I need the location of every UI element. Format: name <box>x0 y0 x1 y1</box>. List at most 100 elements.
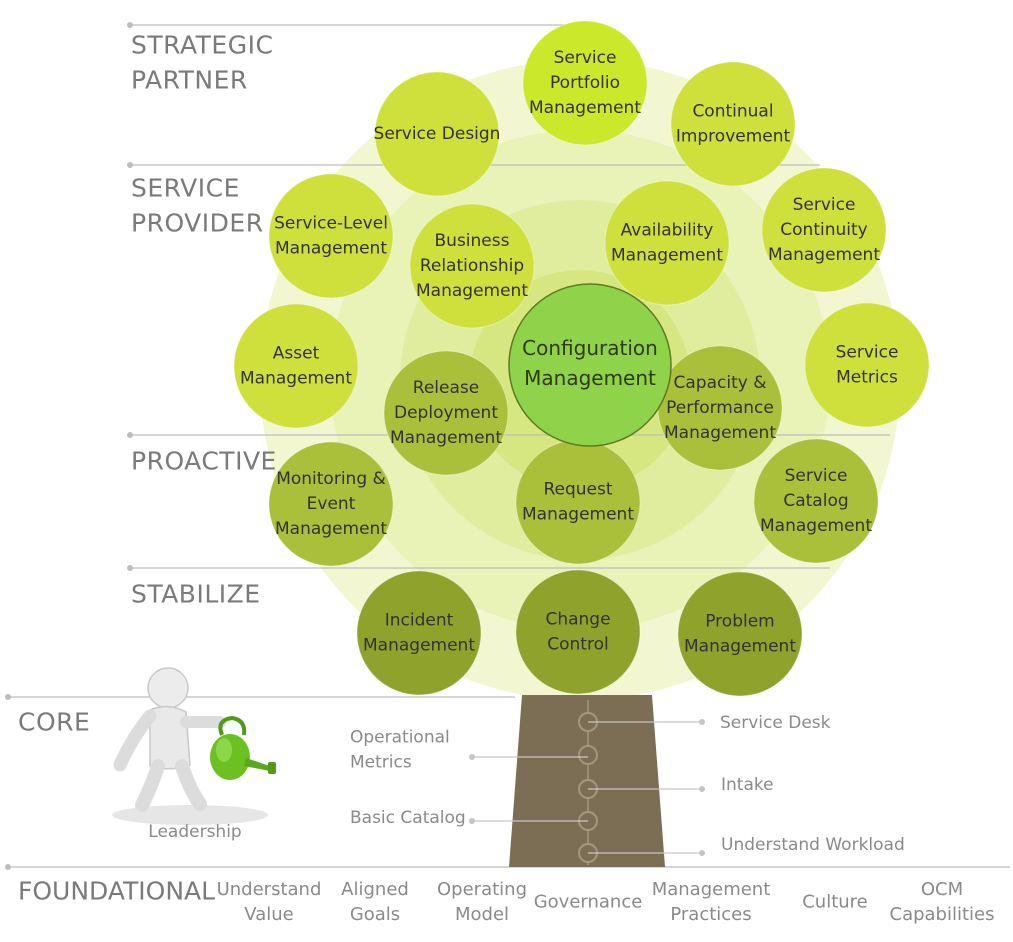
level-label-service-provider-1: PROVIDER <box>131 209 264 238</box>
node-service-design: Service Design <box>374 71 501 197</box>
center-label-line-0: Configuration <box>522 336 658 360</box>
node-label-service-metrics-line-0: Service <box>836 343 899 363</box>
level-label-strategic-0: STRATEGIC <box>131 31 273 60</box>
core-right-service-desk-line-0: Service Desk <box>720 713 831 733</box>
node-label-availability-line-1: Management <box>611 246 723 266</box>
node-label-change-control-line-0: Change <box>545 610 610 630</box>
node-label-release-deployment-line-2: Management <box>390 428 502 448</box>
node-label-request-line-0: Request <box>543 480 612 500</box>
foundational-operating-model-line-0: Operating <box>437 879 527 900</box>
connector-dot-understand-workload <box>699 850 705 856</box>
node-label-monitoring-event-line-0: Monitoring & <box>276 469 386 489</box>
node-circle-business-relationship <box>409 203 535 329</box>
node-label-service-continuity-line-2: Management <box>768 245 880 265</box>
node-circle-incident <box>356 570 482 696</box>
node-label-capacity-performance-line-0: Capacity & <box>674 373 767 393</box>
node-circle-release-deployment <box>383 350 509 476</box>
node-label-service-level-line-0: Service-Level <box>274 214 388 234</box>
node-label-service-continuity-line-1: Continuity <box>780 220 867 240</box>
foundational-aligned-goals-line-0: Aligned <box>341 879 409 900</box>
foundational-governance-line-0: Governance <box>534 892 643 913</box>
node-label-release-deployment-line-1: Deployment <box>394 403 498 423</box>
node-label-service-catalog-line-0: Service <box>785 466 848 486</box>
foundational-aligned-goals-line-1: Goals <box>350 904 400 925</box>
node-label-change-control-line-1: Control <box>547 635 608 655</box>
level-label-strategic-1: PARTNER <box>131 66 248 95</box>
node-circle-continual-improvement <box>670 61 796 187</box>
node-circle-service-catalog <box>753 438 879 564</box>
watering-can-icon <box>210 715 276 780</box>
node-circle-service-continuity <box>761 167 887 293</box>
node-label-service-level-line-1: Management <box>275 239 387 259</box>
foundational-operating-model-line-1: Model <box>455 904 509 925</box>
foundational-understand-value-line-1: Value <box>244 904 293 925</box>
core-right-understand-workload-line-0: Understand Workload <box>721 835 905 855</box>
connector-dot-intake <box>699 786 705 792</box>
node-circle-service-metrics <box>804 302 930 428</box>
foundational-understand-value-line-0: Understand <box>217 879 322 900</box>
node-circle-change-control <box>515 569 641 695</box>
node-label-service-continuity-line-0: Service <box>793 195 856 215</box>
node-circle-service-level <box>268 173 394 299</box>
node-label-capacity-performance-line-1: Performance <box>666 398 774 418</box>
tree-trunk <box>509 695 665 867</box>
node-circle-availability <box>604 180 730 306</box>
foundational-culture-line-0: Culture <box>802 892 868 913</box>
leadership-label: Leadership <box>148 822 241 842</box>
node-label-monitoring-event-line-2: Management <box>275 519 387 539</box>
node-label-continual-improvement-line-0: Continual <box>692 102 773 122</box>
node-label-business-relationship-line-0: Business <box>435 231 510 251</box>
level-label-core-0: CORE <box>18 708 90 737</box>
node-circle-monitoring-event <box>268 441 394 567</box>
center-label-line-1: Management <box>524 366 656 390</box>
foundational-management-practices-line-1: Practices <box>670 904 751 925</box>
node-label-service-portfolio-line-1: Portfolio <box>550 73 620 93</box>
node-label-asset-line-1: Management <box>240 369 352 389</box>
node-label-service-design-line-0: Service Design <box>374 124 501 144</box>
node-label-availability-line-0: Availability <box>621 221 714 241</box>
node-label-monitoring-event-line-1: Event <box>307 494 356 514</box>
level-label-proactive-0: PROACTIVE <box>131 447 277 476</box>
trunk-node-1 <box>578 745 598 765</box>
connector-dot-service-desk <box>699 719 705 725</box>
node-label-incident-line-1: Management <box>363 636 475 656</box>
node-circle-service-design <box>374 71 500 197</box>
foundational-ocm-capabilities-line-1: Capabilities <box>890 904 995 925</box>
node-label-capacity-performance-line-2: Management <box>664 423 776 443</box>
level-labels: STRATEGIC PARTNER SERVICE PROVIDER PROACTIVE… <box>18 31 277 906</box>
node-label-service-catalog-line-2: Management <box>760 516 872 536</box>
node-label-continual-improvement-line-1: Improvement <box>676 127 791 147</box>
foundational-ocm-capabilities-line-0: OCM <box>921 879 963 900</box>
node-label-request-line-1: Management <box>522 505 634 525</box>
node-circle-asset <box>233 303 359 429</box>
node-label-service-metrics-line-1: Metrics <box>836 368 898 388</box>
node-label-business-relationship-line-1: Relationship <box>420 256 524 276</box>
trunk-nodes <box>578 712 598 863</box>
core-right-intake-line-0: Intake <box>721 775 774 795</box>
level-label-service-provider-0: SERVICE <box>131 174 240 203</box>
figure-head <box>147 667 189 709</box>
node-label-service-portfolio-line-2: Management <box>529 98 641 118</box>
node-circle-service-portfolio <box>522 20 648 146</box>
core-left-basic-catalog-line-0: Basic Catalog <box>350 808 466 828</box>
node-circle-request <box>515 439 641 565</box>
core-left-operational-metrics-line-0: Operational <box>350 728 450 748</box>
